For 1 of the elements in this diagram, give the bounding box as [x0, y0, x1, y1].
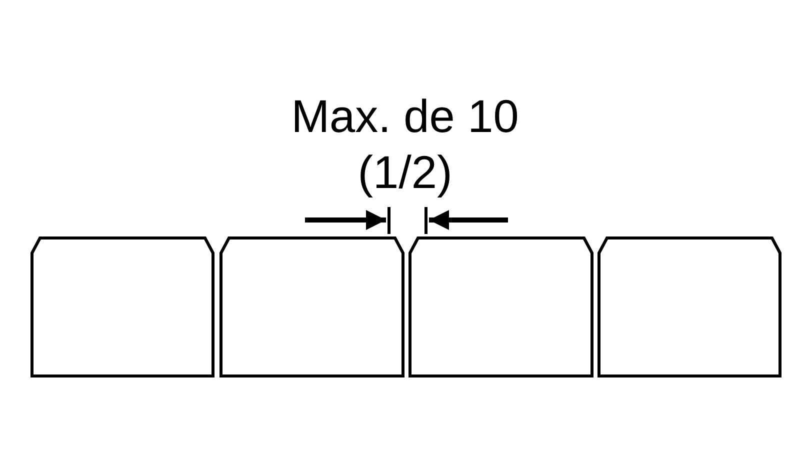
dimension-label: Max. de 10 (1/2) [290, 89, 520, 200]
